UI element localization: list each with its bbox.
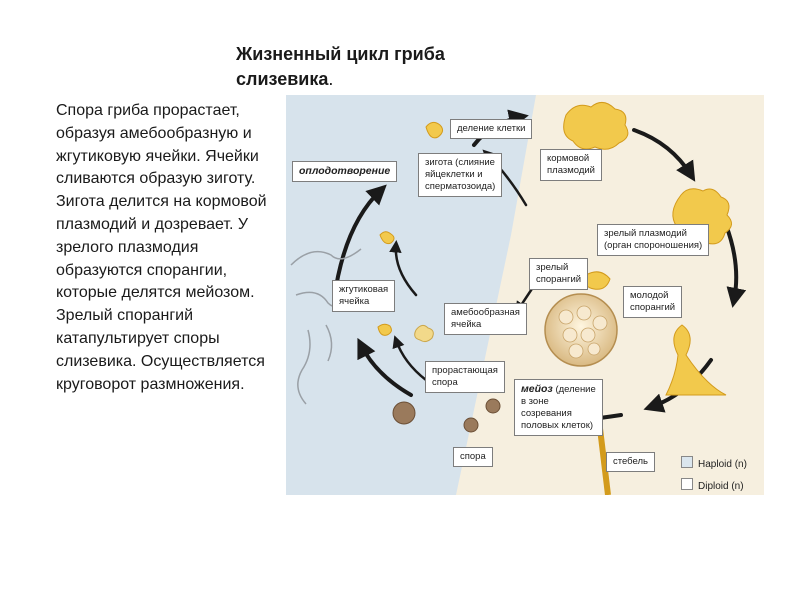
mature-sporangium-label: зрелый спорангий (529, 258, 589, 290)
life-cycle-diagram: оплодотворение деление клетки зигота (сл… (286, 95, 764, 495)
fertilization-label: оплодотворение (292, 161, 398, 182)
stalk-label: стебель (606, 452, 655, 472)
title-text: Жизненный цикл гриба слизевика (236, 44, 445, 89)
feeding-plasmodium-label: кормовой плазмодий (540, 149, 602, 181)
zygote-label: зигота (слияние яйцеклетки и сперматозои… (418, 153, 503, 197)
diploid-swatch (681, 478, 693, 490)
haploid-swatch (681, 456, 693, 468)
spore-label: спора (453, 447, 493, 467)
page-title: Жизненный цикл гриба слизевика. (236, 42, 526, 92)
title-dot: . (328, 69, 334, 89)
young-sporangium-label: молодой спорангий (623, 286, 683, 318)
amoeboid-cell-label: амебообразная ячейка (444, 303, 527, 335)
meiosis-label: мейоз (деление в зоне созревания половых… (514, 379, 603, 436)
flagellated-cell-label: жгутиковая ячейка (332, 280, 396, 312)
legend-haploid: Haploid (n) (681, 456, 747, 471)
plasmodium-icon (377, 102, 732, 336)
description-text: Спора гриба прорастает, образуя амебообр… (56, 102, 267, 393)
mature-plasmodium-label: зрелый плазмодий (орган спороношения) (597, 224, 710, 256)
sporangium-icon (544, 293, 727, 495)
meiosis-title: мейоз (521, 383, 553, 395)
cell-division-label: деление клетки (450, 119, 533, 139)
germinating-spore-label: прорастающая спора (425, 361, 505, 393)
legend-diploid: Diploid (n) (681, 478, 744, 493)
